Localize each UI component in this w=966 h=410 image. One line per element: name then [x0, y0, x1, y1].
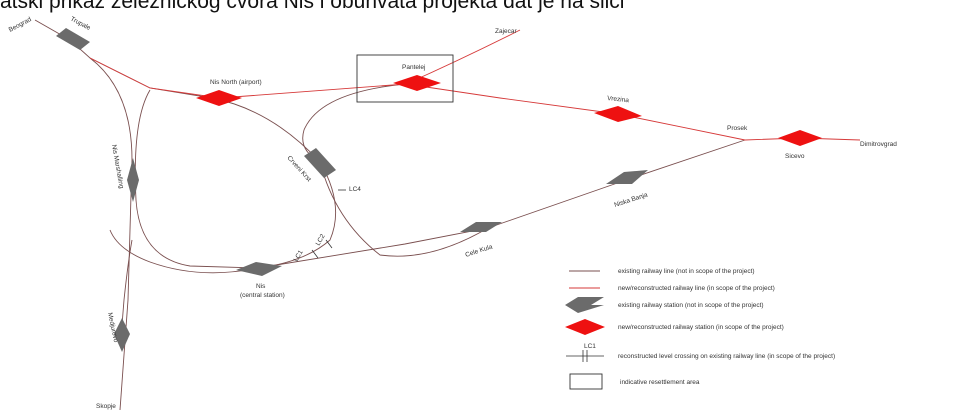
label-pantelej: Pantelej — [402, 64, 426, 71]
existing-stations — [56, 28, 648, 352]
resettlement-area-box — [356, 54, 454, 103]
label-beograd: Beograd — [8, 16, 33, 34]
legend-crossing-label: LC1 — [584, 343, 596, 350]
existing-line-marshalling — [89, 57, 133, 410]
existing-line-nis-south — [109, 229, 259, 274]
legend-resettlement-swatch — [569, 373, 603, 390]
legend-crossing-text: reconstructed level crossing on existing… — [618, 353, 835, 360]
existing-line-nis-niskabanja — [257, 139, 746, 269]
station-medjurovo-marker — [114, 318, 130, 352]
station-nis-marker — [236, 262, 282, 276]
label-dimitrovgrad: Dimitrovgrad — [860, 141, 897, 148]
label-trupale: Trupale — [69, 16, 92, 33]
existing-line-crveni-krst — [211, 97, 337, 269]
label-niska-banja: Niska Banja — [613, 191, 649, 208]
label-lc2: LC2 — [315, 233, 327, 247]
legend-existing-line-text: existing railway line (not in scope of t… — [618, 268, 755, 275]
new-line-trupale-pantelej — [89, 57, 407, 99]
map-caption: atski prikaz železničkog čvora Niš i obu… — [0, 0, 625, 13]
new-stations — [196, 75, 822, 146]
station-cele-kula-marker — [460, 222, 502, 232]
station-niska-banja-marker — [606, 170, 648, 184]
new-lines — [89, 29, 861, 141]
existing-line-pantelej-loop — [302, 83, 407, 163]
station-trupale-marker — [56, 28, 90, 50]
station-crveni-krst-marker — [304, 148, 336, 178]
label-nis-marshalling: Nis Marshalling — [110, 144, 125, 189]
label-vrezina: Vrezina — [607, 95, 630, 104]
legend-new-line-text: new/reconstructed railway line (in scope… — [618, 285, 775, 292]
legend-new-station-text: new/reconstructed railway station (in sc… — [618, 324, 784, 331]
legend-new-station-swatch — [565, 319, 605, 335]
new-line-pantelej-prosek — [405, 83, 746, 141]
existing-line-marshalling-south — [121, 239, 133, 326]
station-nis-north-marker — [196, 90, 242, 106]
level-crossing-lc2-mark — [325, 239, 333, 249]
label-skopje: Skopje — [96, 403, 116, 410]
label-nis-north: Nis North (airport) — [210, 79, 262, 86]
existing-line-crveni-east — [319, 161, 489, 257]
station-vrezina-marker — [594, 106, 642, 122]
label-sicevo: Sicevo — [785, 153, 805, 160]
label-cele-kula: Cele Kula — [464, 243, 493, 258]
legend-existing-station-text: existing railway station (not in scope o… — [618, 302, 764, 309]
label-nis-central: (central station) — [240, 292, 285, 299]
legend: existing railway line (not in scope of t… — [565, 268, 835, 390]
legend-existing-station-swatch — [565, 297, 604, 313]
station-pantelej-marker — [393, 75, 441, 91]
new-line-pantelej-zajecar — [405, 29, 521, 85]
station-nis-marshalling-marker — [127, 158, 139, 202]
existing-lines — [34, 19, 746, 410]
level-crossings — [311, 189, 346, 259]
existing-line-west-loop — [134, 89, 259, 269]
label-zajecar: Zajecar — [495, 28, 518, 35]
station-sicevo-marker — [778, 130, 822, 146]
label-prosek: Prosek — [727, 125, 748, 132]
label-lc4: LC4 — [349, 186, 361, 193]
legend-resettlement-text: indicative resettlement area — [620, 379, 700, 386]
level-crossing-lc1-mark — [311, 249, 319, 259]
label-nis: Nis — [256, 283, 266, 290]
